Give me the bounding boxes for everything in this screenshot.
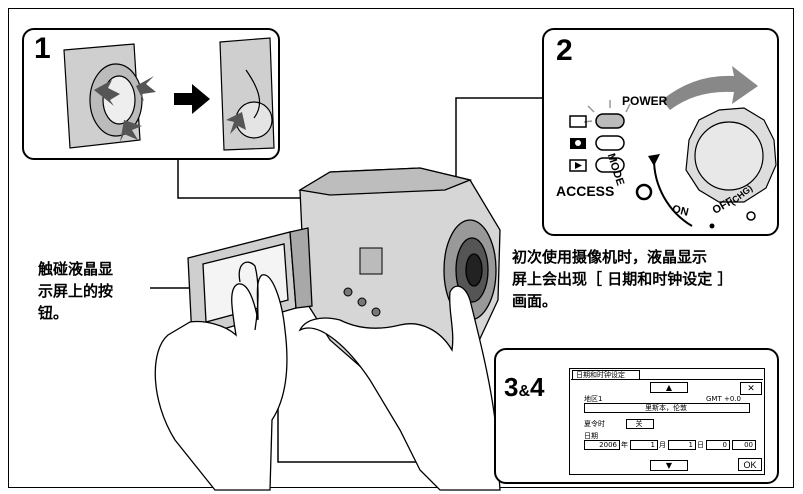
access-lamp-icon (635, 183, 653, 201)
month-field[interactable]: 1 (630, 440, 658, 450)
step-2-panel: 2 (542, 28, 779, 236)
callout-right-line: 初次使用摄像机时，液晶显示 (512, 248, 708, 266)
ok-button[interactable]: OK (738, 458, 762, 471)
power-label: POWER (622, 94, 668, 108)
step-3-4-number: 3&4 (504, 372, 545, 403)
date-label: 日期 (584, 432, 598, 440)
arrow-down-icon: ▼ (665, 461, 673, 470)
step-amp: & (518, 383, 531, 400)
illustration-frame (8, 8, 794, 488)
connector-line-step1 (177, 160, 322, 199)
minute-field[interactable]: 00 (732, 440, 756, 450)
step-2-number: 2 (556, 34, 573, 67)
callout-right-line: 画面。 (512, 292, 558, 310)
screen-tab-line (571, 379, 763, 380)
step-1-panel: 1 (22, 28, 280, 160)
arrow-up-icon: ▲ (665, 383, 673, 392)
gmt-label: GMT +0.0 (706, 395, 741, 403)
month-unit: 月 (659, 441, 666, 449)
callout-left-line: 钮。 (38, 304, 69, 322)
callout-first-use: 初次使用摄像机时，液晶显示 屏上会出现［ 日期和时钟设定 ］ 画面。 (512, 246, 732, 312)
step-4-number: 4 (530, 372, 545, 402)
ok-label: OK (743, 459, 757, 470)
callout-right-line: 屏上会出现［ 日期和时钟设定 ］ (512, 270, 733, 288)
dst-value-field[interactable]: 关 (626, 419, 654, 429)
year-unit: 年 (621, 441, 628, 449)
callout-touch-buttons: 触碰液晶显 示屏上的按 钮。 (38, 258, 113, 324)
day-field[interactable]: 1 (668, 440, 696, 450)
lens-cap-drawing (63, 37, 275, 151)
callout-left-line: 触碰液晶显 (38, 260, 114, 278)
area-value-field[interactable]: 里斯本，伦敦 (584, 403, 750, 413)
area-value: 里斯本，伦敦 (645, 404, 687, 412)
year-field[interactable]: 2006 (584, 440, 620, 450)
area-label: 地区1 (584, 395, 603, 403)
film-icon (569, 115, 587, 128)
date-time-setting-screen: 日期和时钟设定 ▲ ✕ 地区1 GMT +0.0 里斯本，伦敦 夏令时 关 日期… (569, 368, 765, 475)
day-unit: 日 (697, 441, 704, 449)
mode-dial-drawing (569, 66, 777, 229)
dst-label: 夏令时 (584, 420, 605, 428)
rotate-arrow-icon (662, 66, 758, 110)
step-1-number: 1 (34, 32, 51, 65)
scroll-down-button[interactable]: ▼ (650, 460, 688, 471)
scroll-up-button[interactable]: ▲ (650, 382, 688, 393)
hands (154, 261, 501, 491)
close-icon: ✕ (747, 383, 755, 394)
callout-left-line: 示屏上的按 (38, 282, 114, 300)
close-button[interactable]: ✕ (740, 382, 762, 395)
access-label: ACCESS (556, 183, 615, 199)
screen-tab-title: 日期和时钟设定 (572, 370, 640, 380)
hour-field[interactable]: 0 (706, 440, 730, 450)
dst-value: 关 (635, 420, 643, 428)
arrow-right-icon (174, 84, 210, 114)
play-icon (569, 159, 587, 172)
step-3-number: 3 (504, 372, 519, 402)
